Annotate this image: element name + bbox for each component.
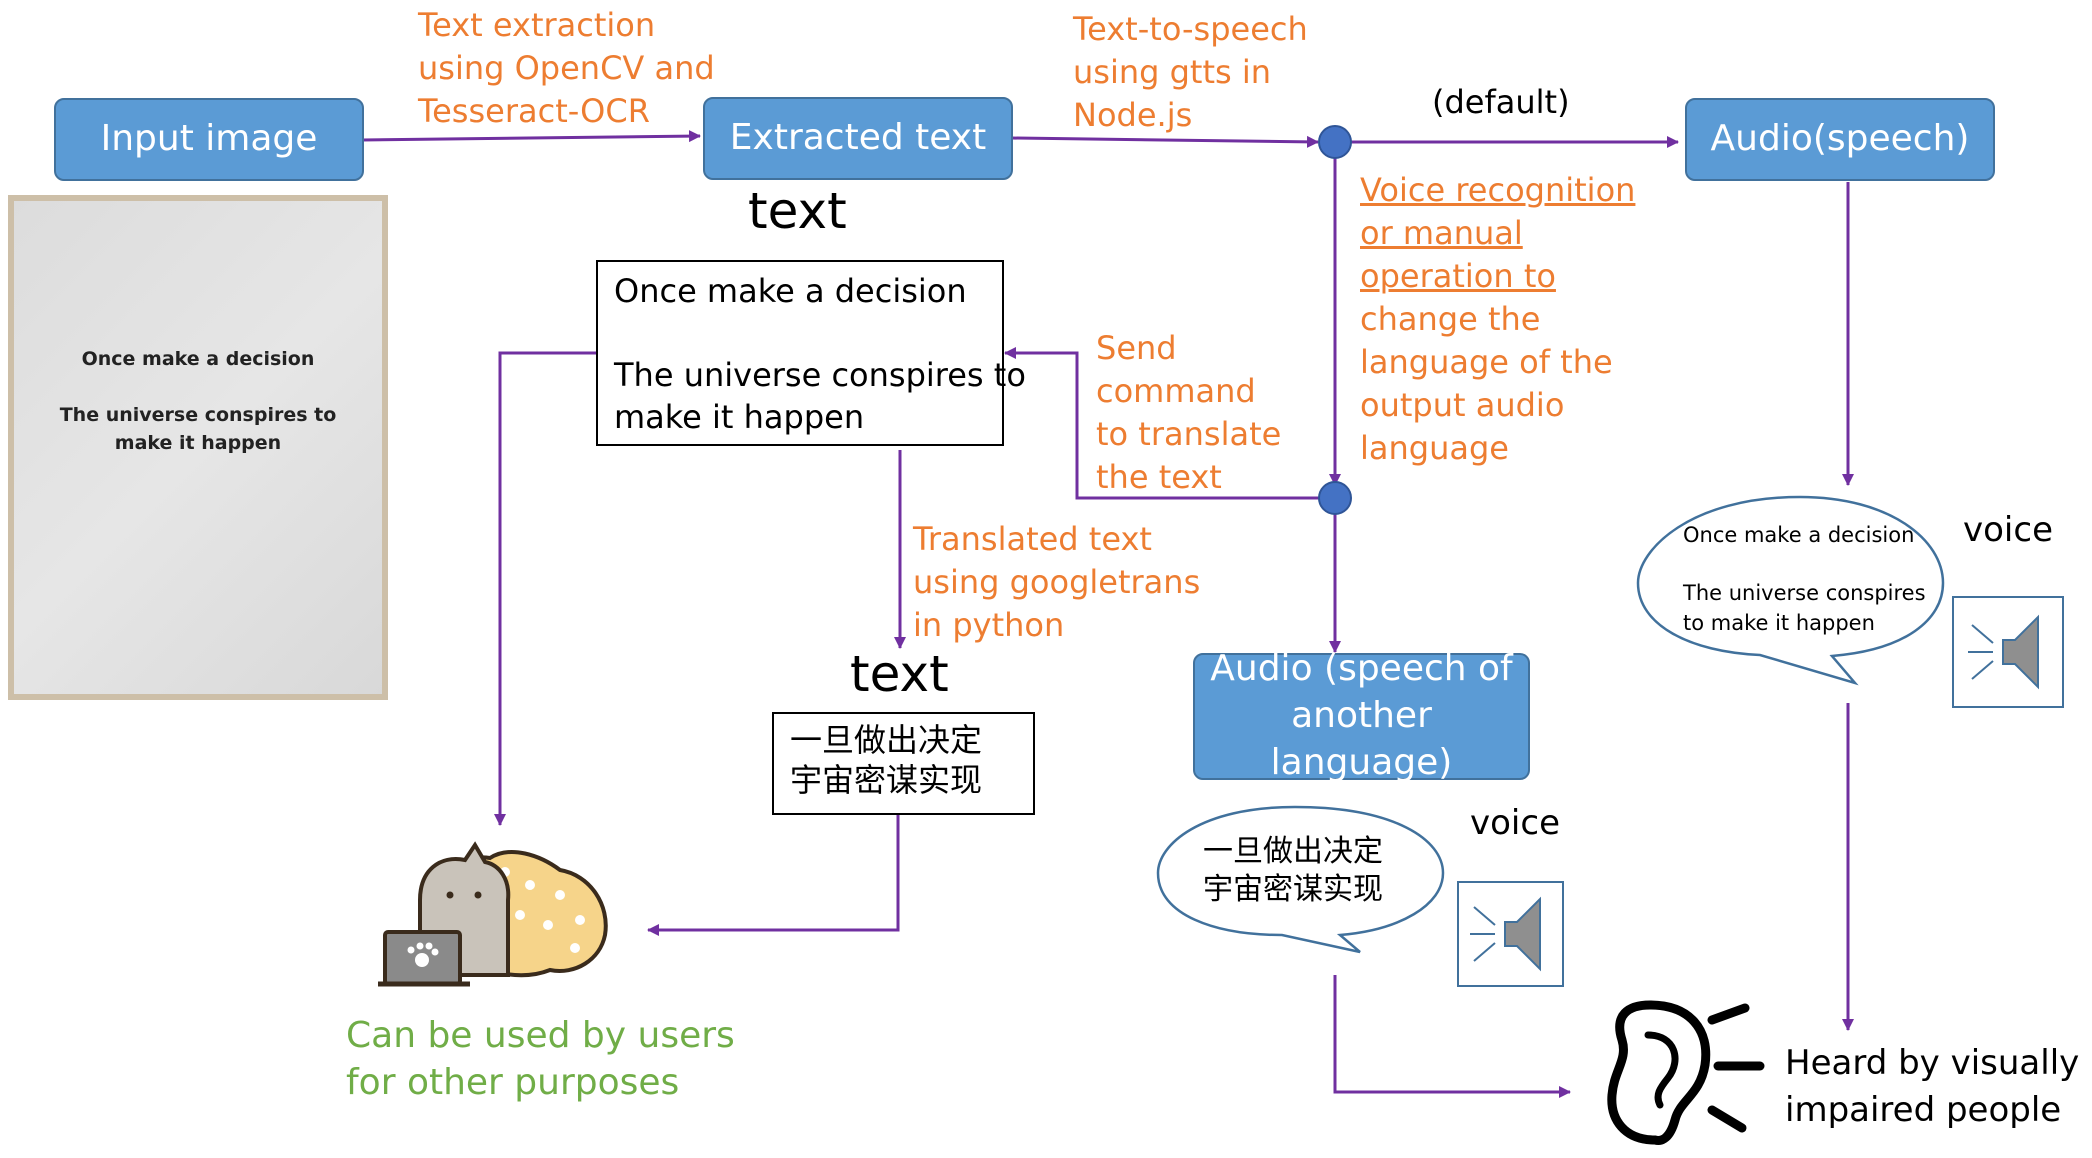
- english-text-line: make it happen: [614, 398, 865, 436]
- label-text-extraction-line: Tesseract-OCR: [418, 92, 650, 130]
- cat-laptop-illustration: [378, 841, 608, 987]
- label-voice-recognition-line: language of the: [1360, 343, 1613, 381]
- label-text-bottom: text: [850, 645, 949, 703]
- english-text-line: The universe conspires to: [614, 356, 1026, 394]
- label-send-command-line: the text: [1096, 458, 1222, 496]
- label-translated-text-line: in python: [913, 606, 1065, 644]
- label-tts-line: Text-to-speech: [1073, 10, 1308, 48]
- arrow-text-to-other-uses: [494, 351, 596, 826]
- photo-text-line: make it happen: [114, 432, 282, 454]
- node-audio-other-line2: another language): [1270, 695, 1453, 783]
- label-text-top: text: [748, 182, 847, 240]
- node-audio-other-language: Audio (speech of another language): [1193, 648, 1530, 783]
- label-voice-right: voice: [1963, 510, 2053, 550]
- speech-bubble-chinese: 一旦做出决定 宇宙密谋实现: [1203, 833, 1383, 909]
- node-audio-speech: Audio(speech): [1685, 98, 1995, 181]
- ear-icon: [1607, 1000, 1765, 1145]
- chinese-text-line: 宇宙密谋实现: [790, 761, 983, 799]
- chinese-text-box: 一旦做出决定 宇宙密谋实现: [772, 712, 1035, 815]
- arrow-extracted-to-junction: [1011, 135, 1319, 148]
- label-text-extraction-line: Text extraction: [418, 6, 656, 44]
- bubble-chinese-line: 一旦做出决定: [1203, 834, 1383, 869]
- arrow-send-command: [1004, 347, 1322, 500]
- label-text-to-speech: Text-to-speech using gtts in Node.js: [1073, 8, 1308, 137]
- node-input-image: Input image: [54, 98, 364, 181]
- heard-by-line: Heard by visually: [1785, 1043, 2080, 1083]
- photo-text-line: Once make a decision: [81, 348, 315, 370]
- label-voice-bottom: voice: [1470, 803, 1560, 843]
- other-uses-line: Can be used by users: [346, 1015, 735, 1056]
- label-voice-recognition-line: Voice recognition: [1360, 171, 1636, 209]
- heard-by-text: Heard by visually impaired people: [1785, 1040, 2079, 1134]
- label-voice-recognition-line: output audio: [1360, 386, 1565, 424]
- photo-text-line: The universe conspires to: [59, 404, 337, 426]
- label-send-command-line: Send: [1096, 329, 1177, 367]
- node-input-image-label: Input image: [100, 118, 318, 160]
- bubble-chinese-line: 宇宙密谋实现: [1203, 872, 1383, 907]
- junction-dot-1: [1318, 125, 1352, 159]
- node-extracted-text-label: Extracted text: [729, 117, 987, 159]
- label-voice-recognition-line: language: [1360, 429, 1509, 467]
- arrow-chinese-voice-to-ear: [1333, 975, 1571, 1098]
- english-text-box: Once make a decision The universe conspi…: [596, 260, 1026, 446]
- speech-bubble-english: Once make a decision The universe conspi…: [1683, 520, 1926, 638]
- label-send-command: Send command to translate the text: [1096, 327, 1281, 499]
- label-voice-recognition-line: operation to: [1360, 257, 1556, 295]
- label-text-extraction: Text extraction using OpenCV and Tessera…: [418, 4, 715, 133]
- label-tts-line: Node.js: [1073, 96, 1193, 134]
- label-send-command-line: to translate: [1096, 415, 1282, 453]
- label-translated-text: Translated text using googletrans in pyt…: [913, 518, 1200, 647]
- arrow-chinese-to-other-uses: [647, 813, 900, 936]
- other-uses-text: Can be used by users for other purposes: [346, 1012, 735, 1106]
- junction-dot-2: [1318, 481, 1352, 515]
- label-tts-line: using gtts in: [1073, 53, 1272, 91]
- label-translated-text-line: using googletrans: [913, 563, 1201, 601]
- english-text-line: Once make a decision: [614, 272, 967, 310]
- speaker-icon-bottom: [1457, 881, 1564, 987]
- label-default: (default): [1432, 83, 1570, 121]
- label-voice-recognition: Voice recognition or manual operation to…: [1360, 169, 1635, 470]
- node-audio-speech-label: Audio(speech): [1710, 118, 1970, 160]
- heard-by-line: impaired people: [1785, 1090, 2062, 1130]
- speaker-icon-right: [1952, 596, 2064, 708]
- label-translated-text-line: Translated text: [913, 520, 1152, 558]
- chinese-text-line: 一旦做出决定: [790, 721, 983, 759]
- label-voice-recognition-line: change the: [1360, 300, 1541, 338]
- node-extracted-text: Extracted text: [703, 97, 1013, 180]
- bubble-english-line: to make it happen: [1683, 611, 1875, 635]
- speech-bubble-chinese-shape: [1156, 805, 1445, 954]
- input-paper-photo: Once make a decision The universe conspi…: [8, 195, 388, 700]
- bubble-english-line: Once make a decision: [1683, 523, 1915, 547]
- bubble-english-line: The universe conspires: [1683, 581, 1926, 605]
- label-voice-recognition-line: or manual: [1360, 214, 1523, 252]
- node-audio-other-line1: Audio (speech of: [1210, 648, 1513, 690]
- speech-bubble-english-shape: [1636, 495, 1945, 686]
- label-text-extraction-line: using OpenCV and: [418, 49, 715, 87]
- other-uses-line: for other purposes: [346, 1062, 680, 1103]
- arrow-input-to-extracted: [361, 130, 701, 143]
- label-send-command-line: command: [1096, 372, 1256, 410]
